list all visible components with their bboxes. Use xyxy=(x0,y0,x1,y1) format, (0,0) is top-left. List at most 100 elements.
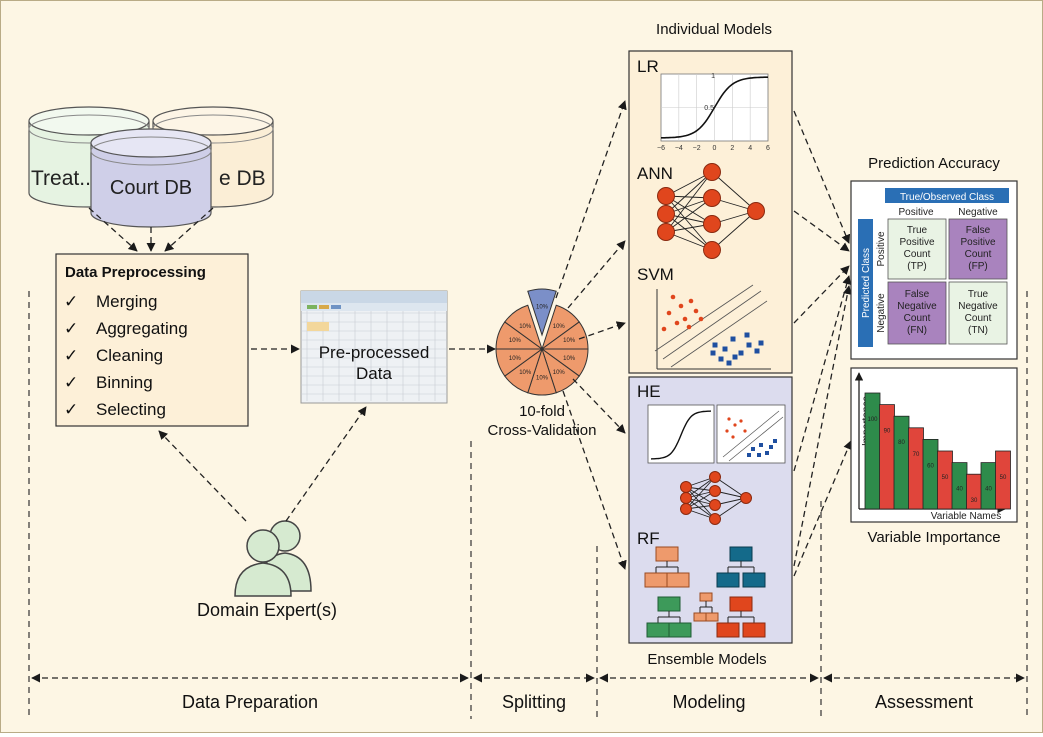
svm-point-blue xyxy=(722,346,728,352)
svm-point-blue xyxy=(746,342,752,348)
importance-bar-label: 100 xyxy=(867,417,878,423)
cv-slice xyxy=(527,288,557,337)
variable-importance-heading: Variable Importance xyxy=(867,529,1000,546)
he-mini-sigmoid xyxy=(647,404,715,464)
he-mini-ann xyxy=(680,471,752,525)
confusion-cell-text: Negative xyxy=(958,301,998,312)
phase-separators xyxy=(28,291,1028,719)
importance-bar-label: 60 xyxy=(927,463,934,469)
row-negative-label: Negative xyxy=(876,293,887,333)
ann-node xyxy=(709,471,721,483)
confusion-cell-text: True xyxy=(907,225,928,236)
confusion-cell-text: Count xyxy=(965,313,992,324)
rf-node xyxy=(693,612,707,622)
rf-node xyxy=(644,572,668,588)
cv-slice-label: 10% xyxy=(553,370,566,376)
lr-x-tick: 2 xyxy=(730,145,734,152)
svm-point-blue xyxy=(758,340,764,346)
rf-node xyxy=(668,622,692,638)
ann-node xyxy=(747,202,765,220)
preprocessing-check-icon: ✓ xyxy=(64,373,78,392)
importance-bar-label: 40 xyxy=(985,487,992,493)
confusion-cell-text: True xyxy=(968,289,989,300)
confusion-cell-text: Negative xyxy=(897,301,937,312)
predicted-class-label: Predicted Class xyxy=(861,248,872,318)
importance-bar-label: 50 xyxy=(942,475,949,481)
svm-point-red xyxy=(688,298,694,304)
ann-node xyxy=(680,481,692,493)
preprocessing-check-icon: ✓ xyxy=(64,319,78,338)
cv-wheel: 10%10%10%10%10%10%10%10%10%10% xyxy=(495,288,589,396)
importance-bar-label: 80 xyxy=(898,440,905,446)
individual-models-heading: Individual Models xyxy=(656,21,772,38)
cv-slice xyxy=(504,304,543,351)
cv-slice-label: 10% xyxy=(536,304,549,310)
preprocessing-step: Binning xyxy=(96,373,153,392)
svm-point-red xyxy=(670,294,676,300)
svm-point-red xyxy=(686,324,692,330)
ensemble-models-heading: Ensemble Models xyxy=(647,651,766,668)
ann-node xyxy=(740,492,752,504)
importance-bar xyxy=(922,438,939,510)
preprocessing-step: Selecting xyxy=(96,400,166,419)
ann-node xyxy=(703,241,721,259)
ann-node xyxy=(657,223,675,241)
domain-expert-label: Domain Expert(s) xyxy=(197,600,337,620)
confusion-cell-text: False xyxy=(966,225,991,236)
ann-node xyxy=(703,215,721,233)
confusion-cell-text: (TP) xyxy=(907,261,926,272)
confusion-cell-text: (FN) xyxy=(907,325,927,336)
rf-node xyxy=(716,572,740,588)
he-label: HE xyxy=(637,382,661,401)
row-positive-label: Positive xyxy=(876,231,887,266)
lr-y-tick: 1 xyxy=(711,73,715,80)
ann-network xyxy=(657,163,765,259)
lr-x-tick: 6 xyxy=(766,145,770,152)
cv-slice-label: 10% xyxy=(519,324,532,330)
cv-label-line1: 10-fold xyxy=(519,403,565,420)
lr-x-tick: −6 xyxy=(657,145,665,152)
rf-node xyxy=(705,612,719,622)
svm-point-red xyxy=(682,316,688,322)
database-court: Court DB xyxy=(90,128,212,228)
confusion-cell-text: Count xyxy=(904,249,931,260)
rf-node xyxy=(729,596,753,612)
confusion-cell-text: Positive xyxy=(960,237,995,248)
preprocessing-box: Data Preprocessing ✓Merging✓Aggregating✓… xyxy=(55,253,249,427)
svm-point-red xyxy=(674,320,680,326)
importance-bar xyxy=(893,415,910,510)
importance-bar-label: 40 xyxy=(956,487,963,493)
svm-label: SVM xyxy=(637,265,674,284)
cv-slice-label: 10% xyxy=(509,356,522,362)
cv-slice-label: 10% xyxy=(563,338,576,344)
col-negative-label: Negative xyxy=(958,207,998,218)
lr-x-tick: 4 xyxy=(748,145,752,152)
database-right-label: e DB xyxy=(219,167,266,190)
importance-bar-label: 50 xyxy=(1000,475,1007,481)
rf-node xyxy=(666,572,690,588)
svm-point-red xyxy=(678,303,684,309)
confusion-matrix: True/Observed Class Positive Negative Pr… xyxy=(850,180,1018,360)
importance-bar-label: 30 xyxy=(971,498,978,504)
rf-node xyxy=(716,622,740,638)
svm-plot xyxy=(654,284,771,370)
importance-bar xyxy=(879,404,895,510)
cv-slice-label: 10% xyxy=(509,338,522,344)
rf-node xyxy=(742,572,766,588)
ann-label: ANN xyxy=(637,164,673,183)
rf-node xyxy=(657,596,681,612)
svm-point-blue xyxy=(726,360,732,366)
lr-x-tick: −2 xyxy=(693,145,701,152)
preprocessing-step: Cleaning xyxy=(96,346,163,365)
lr-y-tick: 0.5 xyxy=(704,105,714,112)
variable-importance-chart: Importance Variable Names 10090807060504… xyxy=(850,367,1018,523)
ann-node xyxy=(657,187,675,205)
svm-point-red xyxy=(661,326,667,332)
rf-trees xyxy=(644,546,766,638)
preprocessing-check-icon: ✓ xyxy=(64,292,78,311)
spreadsheet-thumbnail: Pre-processed Data xyxy=(300,290,448,404)
